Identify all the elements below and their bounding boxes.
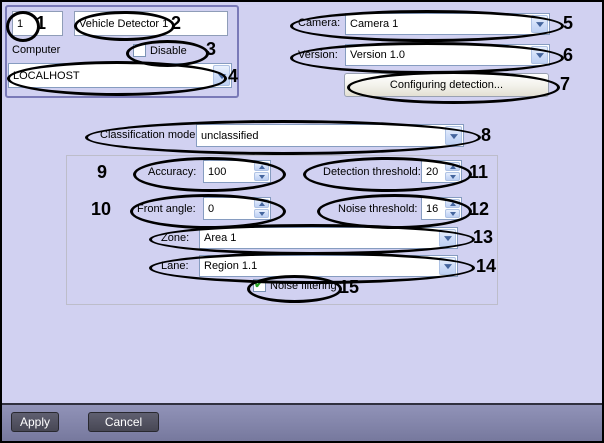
camera-label: Camera: [298, 17, 341, 29]
noise-filtering-label: Noise filtering [270, 280, 337, 292]
camera-select-value: Camera 1 [350, 18, 399, 30]
accuracy-spin-down-button[interactable] [254, 172, 269, 181]
lane-select-value: Region 1.1 [204, 260, 258, 272]
lane-dropdown-button[interactable] [439, 257, 456, 275]
arrow-up-icon [258, 201, 265, 206]
callout-number-8: 8 [481, 125, 492, 145]
classification-mode-select[interactable]: unclassified [196, 124, 464, 147]
arrow-down-icon [449, 174, 456, 179]
computer-select[interactable]: LOCALHOST [8, 63, 232, 88]
chevron-down-icon [443, 236, 452, 242]
accuracy-label: Accuracy: [148, 166, 197, 178]
classification-mode-label: Classification mode: [100, 129, 199, 141]
front-angle-spin-down-button[interactable] [254, 209, 269, 218]
detection-threshold-spinner[interactable]: 20 [421, 160, 462, 183]
version-select-value: Version 1.0 [350, 49, 406, 61]
zone-dropdown-button[interactable] [439, 229, 456, 247]
noise-threshold-label: Noise threshold: [338, 203, 418, 215]
chevron-down-icon [217, 73, 226, 79]
arrow-up-icon [258, 164, 265, 169]
chevron-down-icon [535, 22, 544, 28]
arrow-down-icon [258, 211, 265, 216]
version-label: Version: [298, 49, 338, 61]
zone-select-value: Area 1 [204, 232, 237, 244]
computer-label: Computer [12, 44, 61, 56]
arrow-down-icon [258, 174, 265, 179]
chevron-down-icon [535, 53, 544, 59]
computer-select-value: LOCALHOST [13, 69, 80, 82]
disable-label: Disable [150, 45, 187, 57]
arrow-up-icon [449, 201, 456, 206]
name-field[interactable] [74, 11, 228, 36]
zone-select[interactable]: Area 1 [199, 227, 458, 249]
detection-threshold-spin-up-button[interactable] [445, 162, 460, 171]
identity-groupbox [5, 5, 239, 98]
chevron-down-icon [443, 264, 452, 270]
zone-label: Zone: [161, 232, 190, 244]
classification-mode-value: unclassified [201, 129, 259, 142]
accuracy-spinner[interactable]: 100 [203, 160, 271, 183]
cancel-button[interactable]: Cancel [88, 412, 159, 432]
lane-select[interactable]: Region 1.1 [199, 255, 458, 277]
version-dropdown-button[interactable] [531, 46, 548, 64]
camera-select[interactable]: Camera 1 [345, 13, 550, 35]
apply-button[interactable]: Apply [11, 412, 59, 432]
camera-dropdown-button[interactable] [531, 15, 548, 33]
computer-dropdown-button[interactable] [213, 65, 230, 86]
detection-parameters-groupbox [66, 155, 498, 305]
noise-filtering-checkbox[interactable]: ✔ [253, 277, 266, 292]
front-angle-value: 0 [208, 202, 215, 215]
arrow-up-icon [449, 164, 456, 169]
configuring-detection-button[interactable]: Configuring detection... [344, 73, 549, 97]
check-icon: ✔ [254, 277, 265, 291]
noise-threshold-spin-down-button[interactable] [445, 209, 460, 218]
detection-threshold-label: Detection threshold: [323, 166, 421, 178]
noise-threshold-spinner[interactable]: 16 [421, 197, 462, 220]
front-angle-label: Front angle: [137, 203, 196, 215]
callout-number-6: 6 [563, 45, 574, 65]
detection-threshold-value: 20 [426, 165, 439, 178]
accuracy-spin-up-button[interactable] [254, 162, 269, 171]
noise-threshold-value: 16 [426, 202, 439, 215]
callout-number-7: 7 [560, 74, 571, 94]
lane-label: Lane: [161, 260, 189, 272]
classification-dropdown-button[interactable] [445, 126, 462, 145]
front-angle-spin-up-button[interactable] [254, 199, 269, 208]
id-field[interactable] [12, 11, 63, 36]
accuracy-value: 100 [208, 165, 227, 178]
chevron-down-icon [449, 133, 458, 139]
disable-checkbox[interactable] [133, 44, 146, 57]
callout-number-5: 5 [563, 13, 574, 33]
detection-threshold-spin-down-button[interactable] [445, 172, 460, 181]
arrow-down-icon [449, 211, 456, 216]
version-select[interactable]: Version 1.0 [345, 44, 550, 66]
noise-threshold-spin-up-button[interactable] [445, 199, 460, 208]
front-angle-spinner[interactable]: 0 [203, 197, 271, 220]
